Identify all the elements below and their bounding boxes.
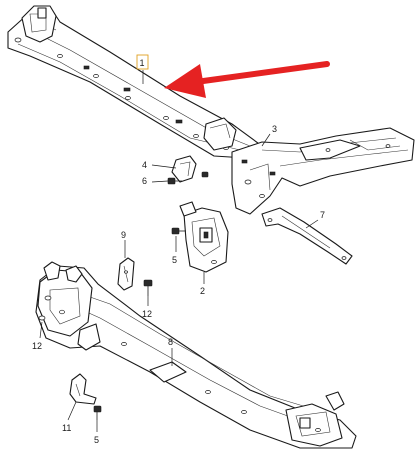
bolt xyxy=(171,227,186,235)
leader-line xyxy=(151,164,177,169)
callout-5b: 5 xyxy=(94,435,99,445)
callout-highlight-box xyxy=(136,54,149,70)
callout-8: 8 xyxy=(168,337,173,347)
bolt xyxy=(167,177,182,185)
leader-line xyxy=(151,180,169,183)
upper-cross-member xyxy=(7,5,263,159)
mounting-bracket xyxy=(179,201,229,273)
callout-5a: 5 xyxy=(172,255,177,265)
leader-line xyxy=(39,321,43,339)
callout-4: 4 xyxy=(142,160,147,170)
callout-11: 11 xyxy=(62,423,71,433)
callout-9: 9 xyxy=(121,230,126,240)
callout-6: 6 xyxy=(142,176,147,186)
lower-cross-member xyxy=(35,261,357,449)
callout-7: 7 xyxy=(320,210,325,220)
bolt xyxy=(201,171,209,178)
bolt xyxy=(143,279,153,296)
small-bracket xyxy=(171,155,197,183)
bolt xyxy=(93,405,102,420)
leader-line xyxy=(67,401,77,421)
callout-12b: 12 xyxy=(32,341,42,351)
leader-line xyxy=(305,219,319,229)
callout-2: 2 xyxy=(200,286,205,296)
vertical-bracket xyxy=(117,257,135,291)
callout-1: 1 xyxy=(140,58,145,68)
right-bracket-assembly xyxy=(231,127,415,215)
leader-line xyxy=(261,133,271,147)
lower-brace xyxy=(261,207,353,265)
callout-12a: 12 xyxy=(142,309,152,319)
small-lower-bracket xyxy=(69,373,97,405)
red-pointer-arrow xyxy=(164,61,330,98)
callout-3: 3 xyxy=(272,124,277,134)
